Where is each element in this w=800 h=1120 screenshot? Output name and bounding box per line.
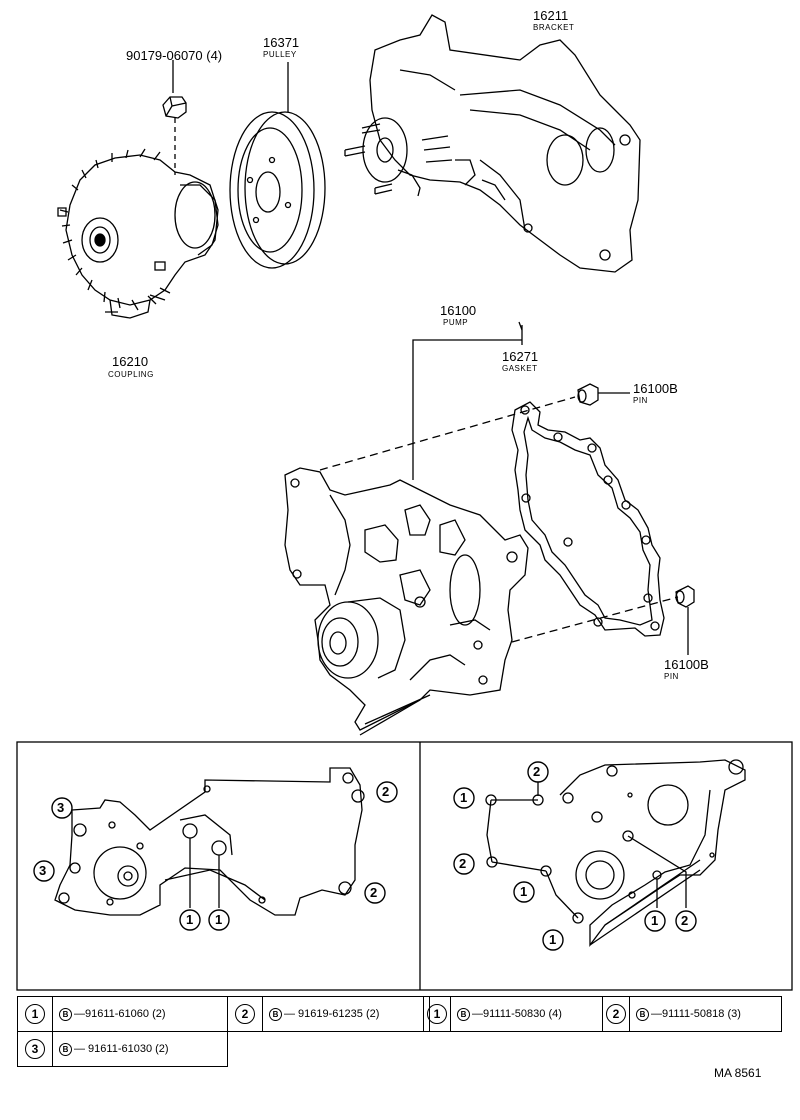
right-detail-outline (485, 759, 746, 947)
legend-right-row-1-part: B—91111-50830 (4) (450, 996, 603, 1032)
pin-bottom-part-number: 16100B (664, 657, 709, 672)
legend-left-row-3-num: 3 (17, 1031, 53, 1067)
gasket-part-name: GASKET (502, 364, 538, 373)
detail-frame (16, 741, 793, 991)
legend-left-row-3-part: B— 91611-61030 (2) (52, 1031, 228, 1067)
bolt-90179-part-number: 90179-06070 (4) (126, 48, 223, 63)
callout-right-7: 2 (681, 913, 689, 928)
pump-part-name: PUMP (443, 318, 469, 327)
legend-left-row-1-part: B—91611-61060 (2) (52, 996, 228, 1032)
legend-right-row-2-num: 2 (602, 996, 630, 1032)
pump-part-number: 16100 (440, 303, 477, 318)
pump-leader-line (412, 325, 523, 480)
callout-left-4: 2 (370, 885, 378, 900)
bracket-part-number: 16211 (533, 8, 569, 23)
pin-top-part-name: PIN (633, 396, 648, 405)
pin-bottom-part-name: PIN (664, 672, 679, 681)
callout-left-5: 1 (186, 912, 194, 927)
pin-top-part-number: 16100B (633, 381, 678, 396)
pulley-part-number: 16371 (263, 35, 300, 50)
right-detail-callouts (453, 761, 697, 951)
callout-left-3: 2 (382, 784, 390, 799)
legend-table-left: 1 B—91611-61060 (2) 2 B— 91619-61235 (2)… (17, 996, 430, 1067)
callout-left-1: 3 (57, 800, 65, 815)
callout-right-3: 2 (459, 856, 467, 871)
callout-left-2: 3 (39, 863, 47, 878)
drawing-code: MA 8561 (714, 1066, 762, 1080)
bolt-90179-drawing (162, 60, 187, 175)
gasket-part-number: 16271 (502, 349, 539, 364)
pulley-drawing (229, 62, 326, 269)
coupling-part-number: 16210 (112, 354, 149, 369)
pin-bottom-drawing (675, 585, 695, 655)
legend-left-row-1-num: 1 (17, 996, 53, 1032)
callout-left-6: 1 (215, 912, 223, 927)
callout-right-1: 2 (533, 764, 541, 779)
fan-coupling-drawing (57, 148, 219, 319)
left-detail-outline (54, 767, 365, 916)
legend-table-right: 1 B—91111-50830 (4) 2 B—91111-50818 (3) (423, 996, 782, 1032)
legend-left-row-2-num: 2 (227, 996, 263, 1032)
callout-right-2: 1 (460, 790, 468, 805)
pin-top-drawing (577, 383, 630, 406)
callout-right-5: 1 (549, 932, 557, 947)
legend-left-row-2-part: B— 91619-61235 (2) (262, 996, 430, 1032)
callout-right-6: 1 (651, 913, 659, 928)
legend-right-row-1-num: 1 (423, 996, 451, 1032)
water-pump-drawing (284, 467, 529, 736)
gasket-drawing (511, 401, 665, 637)
bracket-part-name: BRACKET (533, 23, 575, 32)
pulley-part-name: PULLEY (263, 50, 297, 59)
legend-right-row-2-part: B—91111-50818 (3) (629, 996, 782, 1032)
callout-right-4: 1 (520, 884, 528, 899)
bracket-drawing (344, 14, 641, 273)
coupling-part-name: COUPLING (108, 370, 154, 379)
left-detail-callouts (33, 781, 398, 931)
